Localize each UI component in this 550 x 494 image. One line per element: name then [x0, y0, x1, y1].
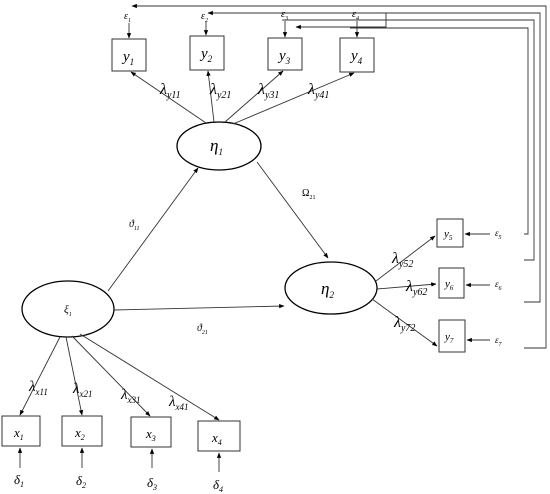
lambda-y72: λy72 — [393, 314, 415, 334]
lambda-x-labels: λx11 λx21 λx31 λx41 — [28, 379, 189, 412]
y3-label: y3 — [277, 48, 291, 66]
x4-box — [197, 420, 241, 452]
lambda-x21: λx21 — [72, 381, 93, 399]
eps1-label: ε1 — [124, 11, 131, 24]
y5-box — [436, 218, 464, 248]
x2-box — [61, 415, 103, 447]
y5-label: y5 — [443, 228, 453, 242]
y6-box — [438, 267, 465, 299]
lambda-y41: λy41 — [307, 81, 329, 101]
delta2-label: δ2 — [76, 473, 86, 490]
lambda-y-top-labels: λy11 λy21 λy31 λy41 — [159, 81, 329, 101]
gamma11-path — [107, 167, 199, 292]
eta1-ellipse — [176, 121, 262, 171]
error-covariance-lines — [131, 3, 547, 349]
y4-label: y4 — [349, 48, 363, 66]
gamma21-label: ϑ21 — [197, 323, 208, 336]
y1-box — [111, 38, 147, 72]
y3-box — [267, 37, 303, 71]
eta2-label: η2 — [321, 279, 334, 300]
y7-box — [438, 319, 466, 353]
y6-label: y6 — [444, 278, 454, 292]
x3-label: x3 — [145, 426, 156, 443]
xi1-label: ξ1 — [64, 304, 72, 318]
delta1-label: δ1 — [14, 472, 24, 489]
y-right-group: y5 y6 y7 — [436, 218, 466, 353]
gamma21-path — [113, 303, 285, 311]
eta1-label: η1 — [210, 136, 223, 157]
y2-box — [189, 35, 225, 71]
lambda-y31: λy31 — [257, 81, 279, 101]
lambda-y21: λy21 — [209, 81, 231, 101]
x-group: x1 x2 x3 x4 — [1, 415, 241, 452]
eps2-label: ε2 — [201, 11, 208, 24]
eps5-label: ε5 — [495, 228, 502, 241]
y4-box — [339, 37, 375, 73]
lambda-x31: λx31 — [120, 387, 141, 405]
y1-label: y1 — [121, 49, 134, 67]
x1-label: x1 — [13, 425, 24, 442]
lambda-y62: λy62 — [405, 278, 427, 298]
lambda-y-right-labels: λy52 λy62 λy72 — [391, 250, 427, 334]
eps6-label: ε6 — [495, 279, 502, 292]
xi1-ellipse — [21, 280, 115, 338]
lambda-y11: λy11 — [159, 81, 181, 101]
x4-label: x4 — [211, 430, 222, 447]
lambda-x11: λx11 — [28, 379, 48, 397]
x3-box — [130, 416, 172, 448]
eps-right-group: ε5 ε6 ε7 — [464, 228, 503, 348]
y2-label: y2 — [199, 46, 213, 64]
omega21-label: Ω21 — [302, 188, 315, 201]
eps4-label: ε4 — [352, 9, 359, 22]
y7-label: y7 — [444, 331, 454, 345]
gamma11-label: ϑ11 — [129, 219, 139, 232]
delta3-label: δ3 — [147, 475, 157, 492]
lambda-x41: λx41 — [168, 394, 189, 412]
delta-group: δ1 δ2 δ3 δ4 — [14, 447, 223, 494]
eps7-label: ε7 — [495, 335, 503, 348]
eta2-loadings — [371, 235, 438, 347]
y-top-group: y1 y2 y3 y4 — [111, 35, 375, 73]
lambda-y52: λy52 — [391, 250, 413, 270]
eta1-loadings — [130, 70, 355, 125]
eps-top-group: ε1 ε2 ε3 ε4 — [124, 9, 360, 39]
x1-box — [1, 415, 41, 447]
eps3-label: ε3 — [281, 9, 288, 22]
omega21-path — [256, 161, 329, 259]
xi1-loadings — [19, 333, 220, 421]
x2-label: x2 — [74, 425, 85, 442]
eta2-ellipse — [284, 261, 378, 315]
delta4-label: δ4 — [213, 477, 223, 494]
